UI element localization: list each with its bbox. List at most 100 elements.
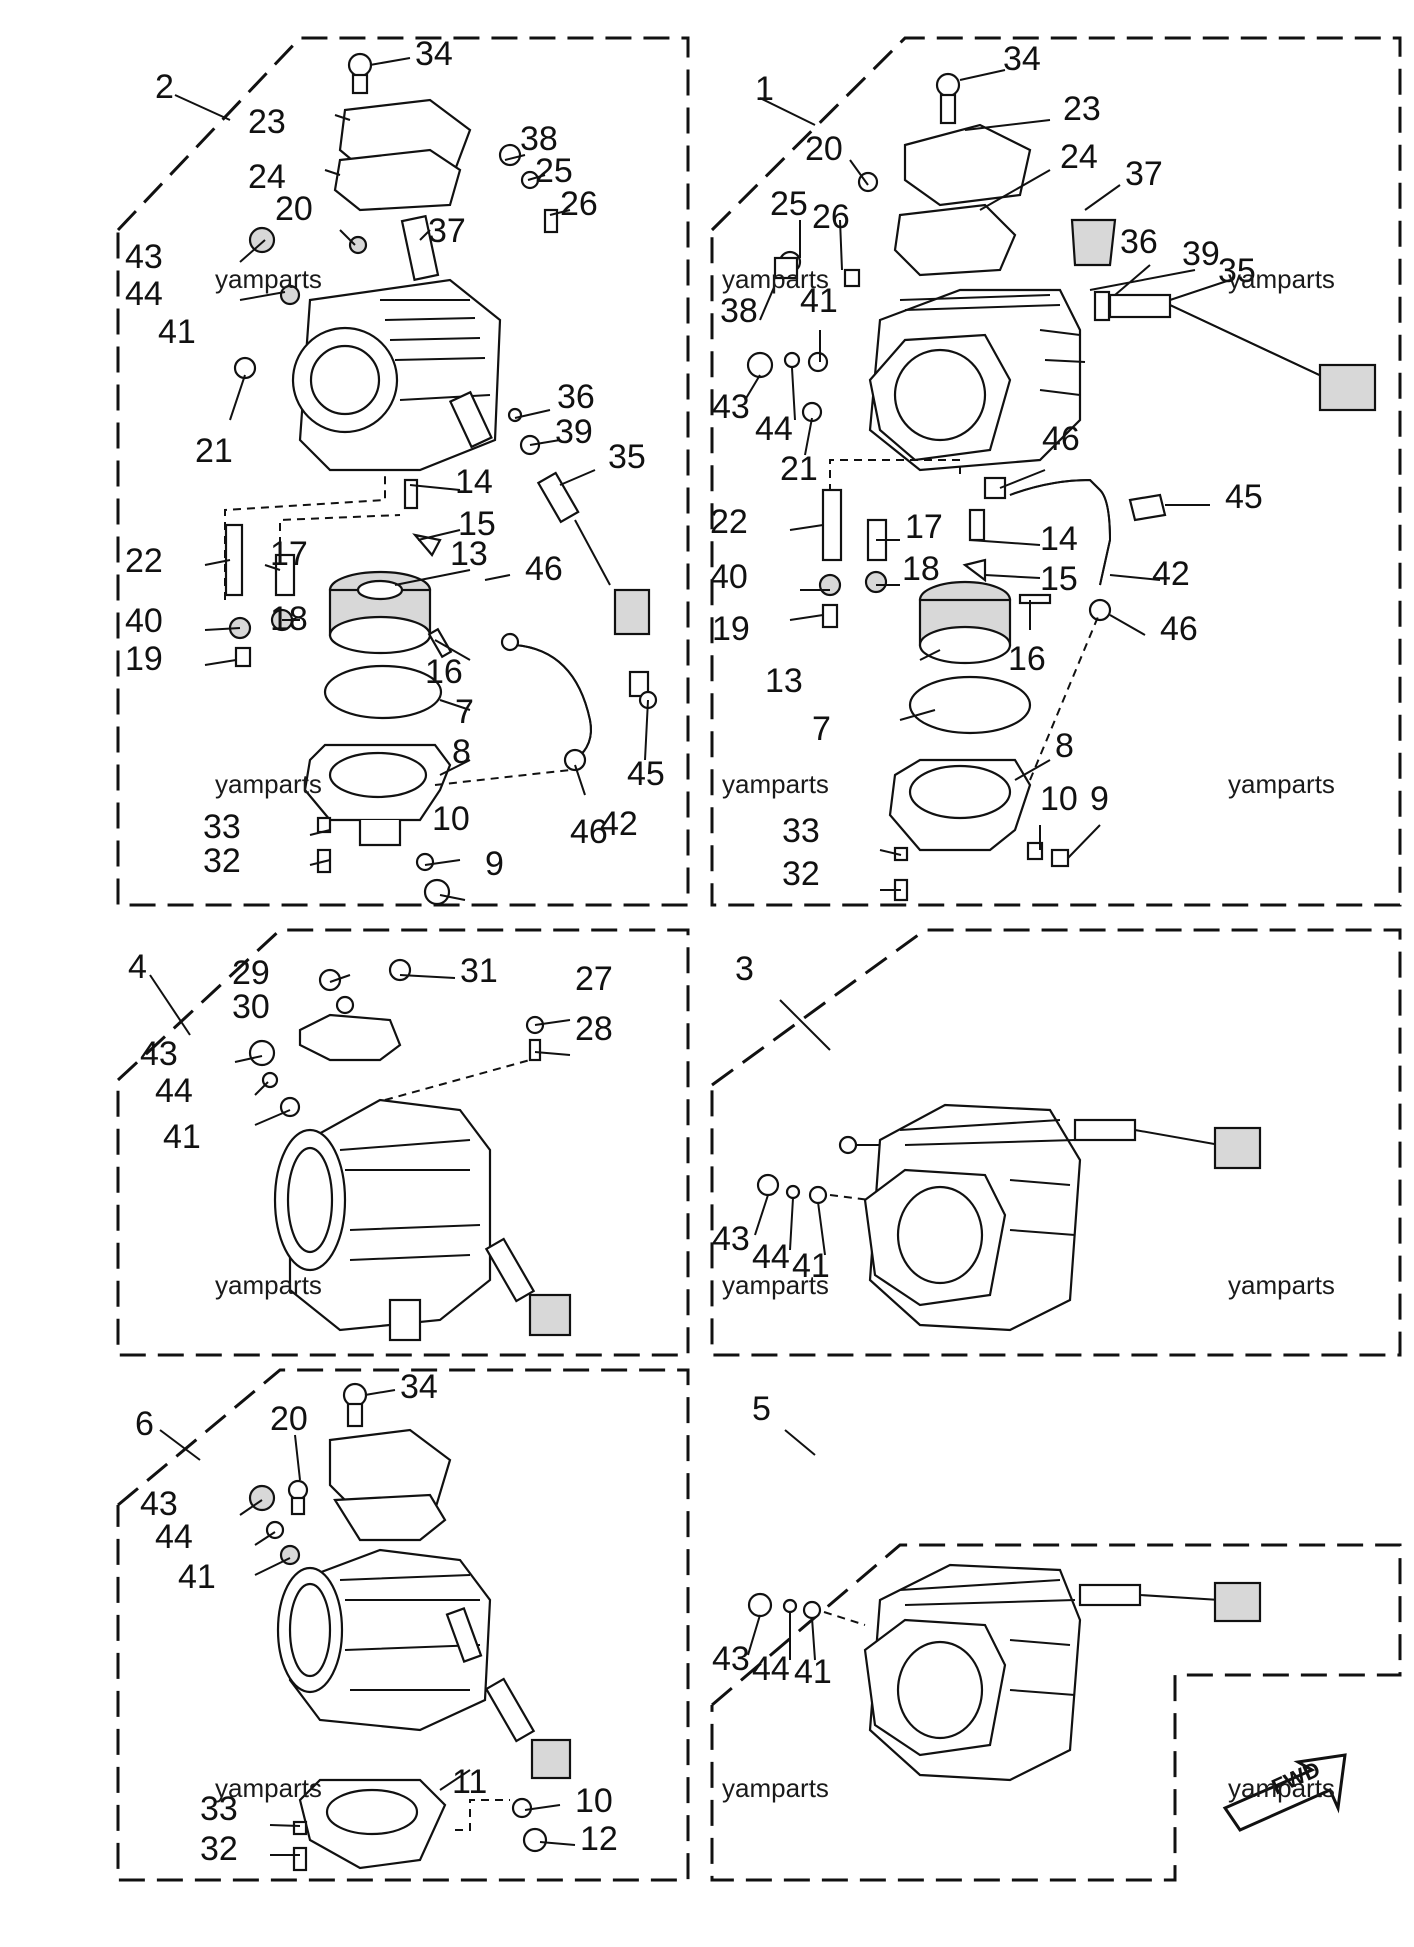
watermark-layer: yamparts yamparts yamparts yamparts yamp… [215,264,1335,1803]
callout-number: 15 [1040,560,1078,598]
callout-number: 12 [580,1820,618,1858]
panel-label: 4 [128,948,147,986]
callout-number: 23 [1063,90,1101,128]
callout-number: 33 [203,808,241,846]
carburetor-body [868,288,1086,472]
callout-number: 35 [1218,252,1256,290]
callout-number: 24 [248,158,286,196]
callout-number: 8 [452,733,471,771]
throttle-lever [298,1013,402,1062]
callout-number: 16 [1008,640,1046,678]
callout-number: 46 [1042,420,1080,458]
panel-1: 1 [710,36,1402,907]
callout-number: 46 [525,550,563,588]
panel-2: 2 [116,36,690,907]
callout-number: 46 [1160,610,1198,648]
callout-number: 7 [812,710,831,748]
callout-number: 8 [1055,727,1074,765]
panel-label: 6 [135,1405,154,1443]
callout-number: 39 [1182,235,1220,273]
watermark: yamparts [1228,1270,1335,1300]
callout-number: 20 [805,130,843,168]
callout-number: 44 [125,275,163,313]
callout-number: 44 [752,1650,790,1688]
callout-number: 41 [792,1247,830,1285]
sensor-harness [536,471,651,636]
callout-number: 27 [575,960,613,998]
callout-number: 37 [1125,155,1163,193]
callout-number: 26 [812,198,850,236]
callout-number: 42 [600,805,638,843]
callout-number: 45 [627,755,665,793]
callout-number: 15 [458,505,496,543]
float-chamber [298,1778,447,1870]
callout-number: 31 [460,952,498,990]
callout-number: 36 [1120,223,1158,261]
callout-number: 41 [163,1118,201,1156]
float [918,580,1012,665]
callout-number: 37 [428,212,466,250]
watermark: yamparts [1228,264,1335,294]
callout-number: 44 [155,1518,193,1556]
panel-label: 1 [755,70,774,108]
callout-number: 14 [1040,520,1078,558]
callout-number: 17 [905,508,943,546]
callout-number: 13 [450,535,488,573]
gasket [893,203,1017,277]
callout-number: 38 [720,292,758,330]
callout-number: 7 [455,693,474,731]
callout-number: 44 [755,410,793,448]
panel-3: 3 [710,928,1402,1357]
watermark: yamparts [722,1773,829,1803]
callout-number: 25 [535,152,573,190]
callout-number: 14 [455,463,493,501]
callout-number: 16 [425,653,463,691]
callout-number: 39 [555,413,593,451]
callout-number: 13 [765,662,803,700]
callout-number: 28 [575,1010,613,1048]
watermark: yamparts [215,769,322,799]
callout-number: 41 [794,1653,832,1691]
callout-number: 18 [902,550,940,588]
callout-number: 44 [752,1238,790,1276]
callout-number: 33 [200,1790,238,1828]
callout-number: 17 [270,535,308,573]
watermark: yamparts [722,1270,829,1300]
float-chamber [303,743,452,847]
callout-number: 32 [203,842,241,880]
watermark: yamparts [215,1773,322,1803]
watermark: yamparts [215,264,322,294]
callout-number: 9 [485,845,504,883]
carburetor-body [276,1548,492,1732]
callout-number: 11 [452,1763,487,1801]
callout-number: 40 [125,602,163,640]
callout-number: 33 [782,812,820,850]
callout-number: 20 [275,190,313,228]
watermark: yamparts [215,1270,322,1300]
callout-number: 43 [140,1035,178,1073]
callout-number: 41 [178,1558,216,1596]
callout-number: 34 [415,35,453,73]
callout-number: 10 [575,1782,613,1820]
callout-number: 20 [270,1400,308,1438]
callout-number: 40 [710,558,748,596]
callout-number: 30 [232,988,270,1026]
callout-number: 38 [520,120,558,158]
callout-number: 44 [155,1072,193,1110]
gasket [333,1493,447,1542]
callout-number: 35 [608,438,646,476]
gasket [333,148,462,212]
callout-number: 36 [557,378,595,416]
float-chamber [888,758,1032,852]
callout-number: 32 [200,1830,238,1868]
panel-4: 4 [116,928,690,1357]
callout-number: 21 [195,432,233,470]
callout-number: 43 [712,388,750,426]
callout-number: 34 [400,1368,438,1406]
carburetor-body [291,278,502,472]
watermark: yamparts [722,769,829,799]
panel-label: 5 [752,1390,771,1428]
callout-number: 43 [140,1485,178,1523]
